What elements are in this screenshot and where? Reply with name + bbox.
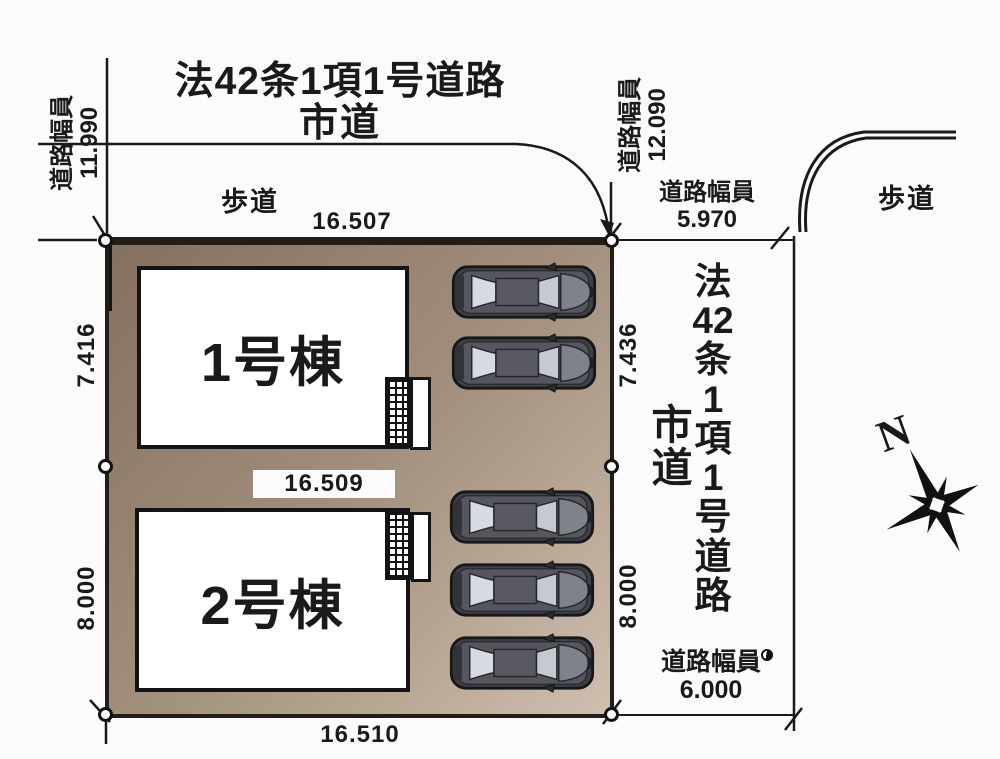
- right-road-width-top-label: 道路幅員: [659, 179, 755, 206]
- boundary-point: [98, 459, 113, 474]
- dim-middle-width: 16.509: [253, 470, 395, 498]
- parked-car: [449, 560, 595, 620]
- building-1: 1号棟: [137, 266, 409, 449]
- right-road-width-top: 道路幅員 5.970: [632, 179, 782, 234]
- survey-marker-dot: [761, 649, 773, 661]
- right-road-width-bottom-value: 6.000: [679, 676, 743, 704]
- boundary-point: [604, 707, 619, 722]
- building-2-label: 2号棟: [200, 575, 345, 636]
- vertical-char: 42: [692, 300, 734, 342]
- building-1-label: 1号棟: [200, 333, 346, 393]
- dim-lot2-left-depth: 8.000: [73, 565, 100, 631]
- parking-lot2-cars: [448, 487, 596, 693]
- vertical-char: 号: [694, 496, 732, 538]
- building-1-entry-step: [410, 377, 431, 450]
- parked-car: [449, 487, 595, 547]
- dim-lot1-left-depth: 7.416: [73, 322, 100, 388]
- sidewalk-label-right: 歩道: [878, 184, 936, 214]
- dim-top-width: 16.507: [312, 208, 392, 235]
- building-2-porch-hatch: [385, 512, 411, 580]
- right-road-width-bottom-label: 道路幅員: [660, 648, 761, 676]
- parked-car: [451, 333, 597, 393]
- road-type-title: 市道: [298, 102, 381, 145]
- vertical-char: 道: [694, 535, 732, 577]
- vertical-char: 路: [694, 574, 732, 616]
- parked-car: [451, 262, 597, 322]
- boundary-point: [98, 233, 113, 248]
- left-road-width-label: 道路幅員: [49, 94, 77, 191]
- building-2-entry-step: [411, 512, 431, 582]
- dim-bottom-width: 16.510: [320, 721, 400, 748]
- right-road-type: 市道: [649, 402, 695, 492]
- sidewalk-label-top: 歩道: [221, 187, 279, 217]
- vertical-char: 1: [702, 378, 724, 420]
- right-top-road-width-label: 道路幅員: [617, 76, 645, 173]
- boundary-point: [98, 707, 113, 722]
- parking-lot1-cars: [450, 262, 598, 393]
- right-top-road-width: 道路幅員 12.090: [617, 50, 672, 200]
- dim-lot2-right-depth: 8.000: [615, 563, 642, 629]
- compass-rose: [886, 449, 979, 552]
- vertical-char: 法: [694, 261, 732, 302]
- lot-divider-line: [109, 241, 618, 245]
- boundary-point: [604, 233, 619, 248]
- vertical-char: 条: [694, 339, 732, 381]
- left-road-width-value: 11.990: [76, 106, 103, 179]
- parked-car: [449, 633, 595, 693]
- vertical-char: 市: [651, 402, 693, 448]
- vertical-char: 項: [694, 417, 732, 459]
- approach-fence-line: [109, 245, 112, 311]
- vertical-char: 道: [651, 445, 693, 492]
- building-2: 2号棟: [135, 508, 410, 692]
- boundary-point: [604, 459, 619, 474]
- building-1-porch-hatch: [385, 377, 410, 448]
- right-road-width-top-value: 5.970: [676, 205, 738, 233]
- right-road-width-bottom: 道路幅員 6.000: [636, 648, 786, 704]
- vertical-char: 1: [702, 457, 724, 499]
- dim-lot1-right-depth: 7.436: [615, 322, 642, 388]
- road-title: 法42条1項1号道路: [174, 60, 506, 103]
- right-top-road-width-value: 12.090: [644, 88, 671, 162]
- left-road-width: 道路幅員 11.990: [49, 68, 104, 218]
